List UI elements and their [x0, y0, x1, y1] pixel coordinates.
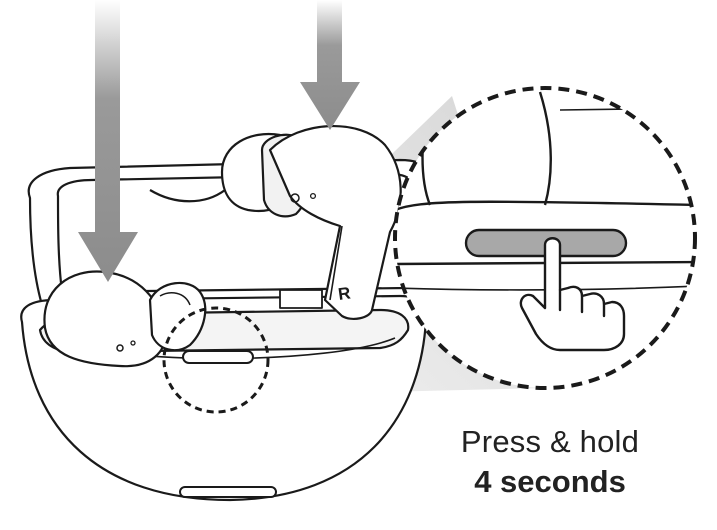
focus-circle-small — [162, 306, 270, 414]
right-earbud — [220, 125, 402, 320]
down-arrow-icon — [78, 0, 138, 282]
instruction-text: Press & hold — [460, 424, 640, 459]
instruction-duration: 4 seconds — [474, 464, 626, 499]
down-arrow-icon — [300, 0, 360, 130]
earbud-side-label: R — [337, 283, 352, 304]
pointing-hand-icon — [519, 237, 626, 352]
left-earbud — [43, 270, 207, 368]
